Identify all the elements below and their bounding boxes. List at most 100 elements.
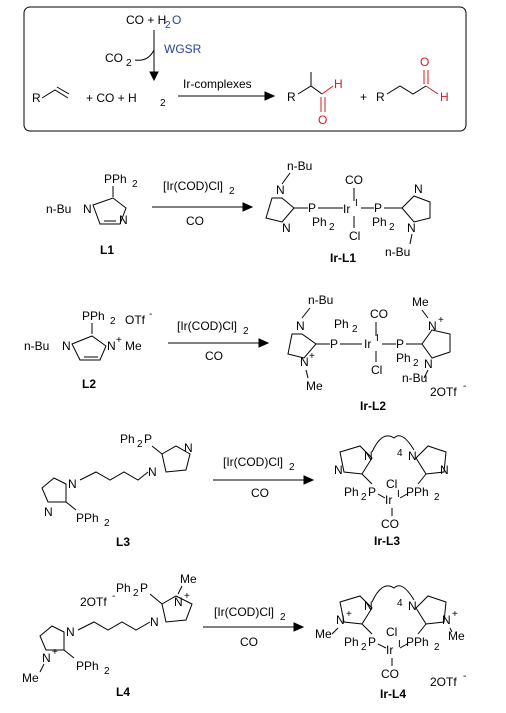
svg-text:N: N	[107, 339, 116, 353]
svg-text:Me: Me	[180, 572, 197, 586]
svg-text:2OTf: 2OTf	[430, 675, 457, 689]
product2-r: R	[376, 90, 385, 104]
svg-text:Ph: Ph	[372, 215, 387, 229]
svg-text:N: N	[68, 477, 77, 491]
product1-r: R	[287, 90, 296, 104]
svg-text:2: 2	[104, 518, 110, 529]
plus-sign: +	[360, 90, 367, 104]
svg-text:N: N	[334, 463, 343, 477]
svg-text:PPh: PPh	[406, 635, 429, 649]
ligand-label: L3	[116, 535, 130, 549]
condition-label: CO	[240, 635, 258, 649]
svg-text:P: P	[308, 201, 316, 215]
wgsr-cycle: CO + H 2 O CO 2 WGSR	[105, 13, 202, 82]
svg-text:2: 2	[361, 642, 367, 653]
co2-curve	[134, 49, 155, 61]
svg-text:N: N	[42, 651, 51, 665]
h2-subscript: 2	[160, 98, 166, 109]
svg-text:Me: Me	[315, 627, 332, 641]
svg-text:Ph: Ph	[120, 432, 135, 446]
svg-text:Ph: Ph	[334, 317, 349, 331]
svg-text:+: +	[52, 647, 58, 658]
ligand-L3-structure: Ph 2 P N N N N PPh 2 L3	[41, 432, 193, 549]
complex-label: Ir-L3	[374, 534, 400, 548]
svg-text:P: P	[330, 337, 338, 351]
svg-text:I: I	[376, 333, 379, 344]
ligand-label: L1	[100, 243, 114, 257]
svg-text:P: P	[396, 337, 404, 351]
svg-text:2OTf: 2OTf	[80, 595, 107, 609]
reaction-3: Ph 2 P N N N N PPh 2 L3 [Ir(COD)Cl] 2 CO…	[41, 432, 449, 549]
ligand-L4-structure: Me Ph 2 P 2OTf - N + N N N + Me PPh 2 L4	[22, 572, 197, 699]
svg-text:2: 2	[389, 222, 395, 233]
reaction-4: Me Ph 2 P 2OTf - N + N N N + Me PPh 2 L4…	[22, 572, 466, 701]
svg-text:PPh: PPh	[104, 172, 127, 186]
svg-text:CO: CO	[370, 307, 388, 321]
svg-text:Ph: Ph	[116, 581, 131, 595]
complex-Ir-L3-structure: N N 4 N N Ph 2 P Cl Ir I PPh 2 CO Ir-L3	[334, 435, 449, 548]
svg-text:n-Bu: n-Bu	[287, 159, 312, 173]
svg-text:n-Bu: n-Bu	[385, 245, 410, 259]
svg-text:N: N	[83, 202, 92, 216]
svg-text:-: -	[463, 381, 466, 392]
svg-text:2: 2	[110, 316, 116, 327]
svg-text:+: +	[438, 315, 444, 326]
h2o-subscript: 2	[165, 20, 171, 31]
svg-text:2: 2	[413, 358, 419, 369]
ligand-label: L4	[116, 685, 130, 699]
ligand-L2-structure: PPh 2 OTf - n-Bu N N + Me L2	[24, 309, 152, 391]
reagent-label: [Ir(COD)Cl]	[163, 179, 223, 193]
reaction-arrow-head	[264, 91, 276, 101]
svg-text:Ph: Ph	[312, 215, 327, 229]
ligand-L1-structure: PPh 2 n-Bu N N L1	[46, 172, 138, 257]
svg-text:+: +	[452, 609, 458, 620]
svg-text:P: P	[374, 201, 382, 215]
h2o-o: O	[172, 13, 181, 27]
svg-text:P: P	[368, 635, 376, 649]
svg-text:N: N	[428, 319, 437, 333]
svg-text:n-Bu: n-Bu	[46, 202, 71, 216]
svg-text:4: 4	[397, 448, 403, 459]
hydroformylation-equation: R + CO + H 2 Ir-complexes R O H + R O H	[32, 55, 449, 127]
reactant-r: R	[32, 91, 41, 105]
svg-text:N: N	[414, 182, 423, 196]
svg-text:Me: Me	[412, 295, 429, 309]
svg-text:N: N	[276, 183, 285, 197]
ligand-label: L2	[82, 377, 96, 391]
product1-h: H	[334, 77, 343, 91]
svg-text:PPh: PPh	[82, 309, 105, 323]
svg-text:Me: Me	[448, 629, 465, 643]
svg-text:P: P	[368, 485, 376, 499]
condition-label: CO	[251, 486, 269, 500]
svg-text:Ir: Ir	[385, 493, 392, 507]
svg-text:2: 2	[243, 326, 249, 337]
svg-text:N: N	[296, 319, 305, 333]
svg-text:Ph: Ph	[344, 485, 359, 499]
svg-text:2: 2	[280, 612, 286, 623]
complex-Ir-L1-structure: n-Bu N N P Ph 2 CO Ir I Cl P Ph 2 N N n-	[265, 159, 431, 265]
svg-text:2: 2	[104, 666, 110, 677]
condition-label: CO	[186, 214, 204, 228]
svg-text:n-Bu: n-Bu	[24, 339, 49, 353]
svg-text:I: I	[355, 198, 358, 209]
svg-text:2: 2	[229, 186, 235, 197]
svg-text:N: N	[364, 599, 373, 613]
svg-text:OTf: OTf	[125, 313, 146, 327]
complex-Ir-L2-structure: n-Bu N N + Me Ph 2 P CO Ir I Cl P Ph 2 M…	[287, 293, 466, 413]
svg-text:-: -	[112, 591, 115, 602]
svg-text:N: N	[148, 465, 157, 479]
reaction-1: PPh 2 n-Bu N N L1 [Ir(COD)Cl] 2 CO n-Bu …	[46, 159, 431, 265]
plus-co-h2: + CO + H	[86, 91, 137, 105]
svg-text:2: 2	[361, 492, 367, 503]
svg-text:2: 2	[132, 179, 138, 190]
svg-text:Ir: Ir	[386, 643, 393, 657]
svg-text:Cl: Cl	[386, 625, 397, 639]
svg-text:+: +	[346, 609, 352, 620]
reagent-label: [Ir(COD)Cl]	[214, 605, 274, 619]
svg-text:2: 2	[329, 222, 335, 233]
svg-text:-: -	[463, 671, 466, 682]
svg-text:Ir: Ir	[343, 202, 350, 216]
svg-text:N: N	[174, 595, 183, 609]
svg-text:CO: CO	[345, 173, 363, 187]
